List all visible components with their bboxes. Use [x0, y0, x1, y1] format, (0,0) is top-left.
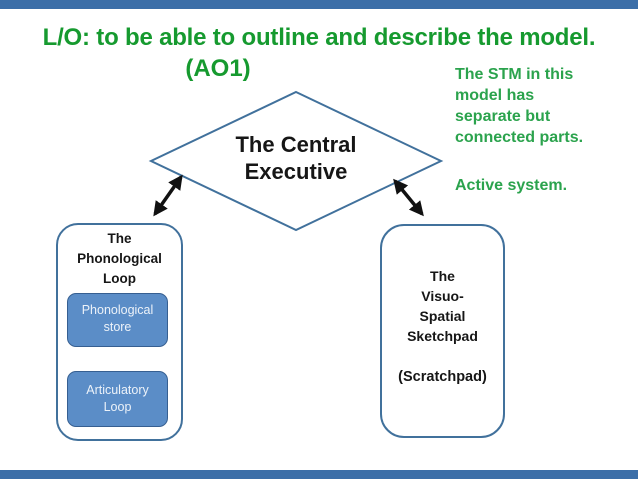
central-executive-line: The Central	[235, 132, 357, 157]
stm-note-line: connected parts.	[455, 129, 584, 146]
phonological-store-box: Phonological store	[67, 293, 168, 347]
stm-note-line: separate but	[455, 108, 551, 125]
articulatory-loop-box: Articulatory Loop	[67, 371, 168, 427]
top-accent-bar	[0, 0, 638, 9]
visuospatial-title-line: Visuo-	[421, 288, 464, 304]
stm-note-line: The STM in this	[455, 66, 574, 83]
visuospatial-title-line: The	[430, 268, 455, 284]
visuospatial-sketchpad-panel	[380, 224, 505, 438]
visuospatial-sketchpad-title: The Visuo- Spatial Sketchpad	[380, 266, 505, 346]
visuospatial-title-line: Spatial	[419, 308, 466, 324]
central-executive-line: Executive	[244, 159, 348, 184]
phonological-loop-title-line: Loop	[103, 271, 136, 286]
bottom-accent-bar	[0, 470, 638, 479]
slide-title-line1: L/O: to be able to outline and describe …	[42, 24, 596, 51]
ce-to-phonological-arrow	[153, 174, 183, 217]
stm-note-line: model has	[455, 87, 535, 104]
slide-title-line2: (AO1)	[185, 55, 251, 82]
articulatory-loop-line: Loop	[103, 400, 132, 414]
central-executive-label: The Central Executive	[196, 131, 396, 185]
phonological-store-line: Phonological	[81, 303, 154, 317]
phonological-store-line: store	[103, 320, 132, 334]
phonological-loop-title: The Phonological Loop	[56, 229, 183, 289]
active-system-note: Active system.	[455, 177, 568, 194]
articulatory-loop-line: Articulatory	[86, 383, 149, 397]
phonological-loop-title-line: The	[107, 231, 132, 246]
phonological-loop-title-line: Phonological	[77, 251, 162, 266]
stm-note: The STM in this model has separate but c…	[455, 64, 620, 148]
ce-to-visuospatial-arrow	[393, 178, 424, 217]
scratchpad-subtitle: (Scratchpad)	[398, 369, 487, 385]
visuospatial-title-line: Sketchpad	[407, 328, 478, 344]
